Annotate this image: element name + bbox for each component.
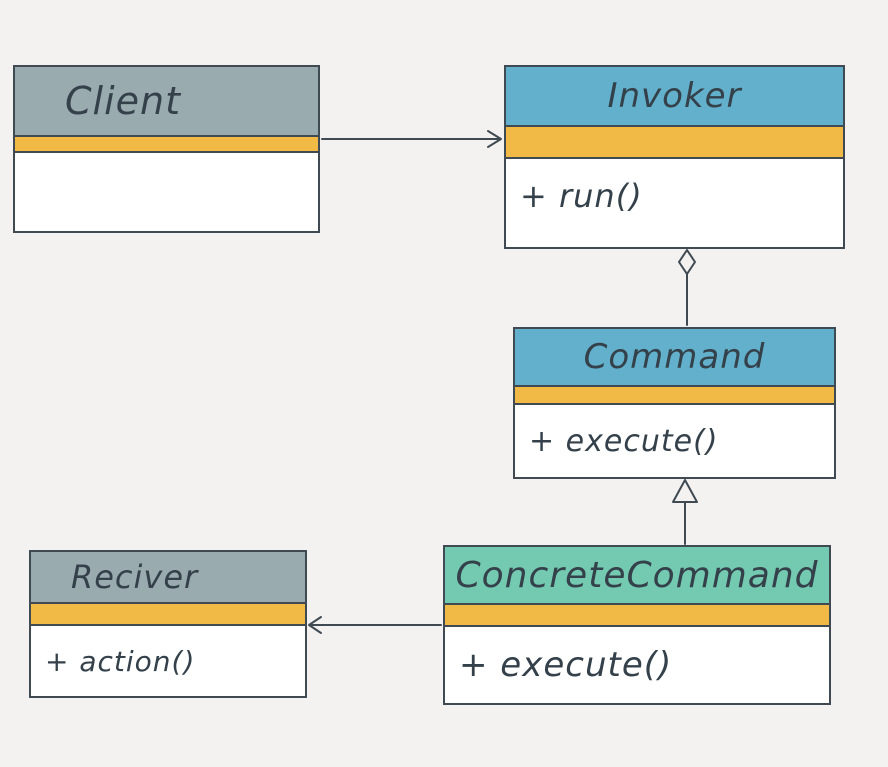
client-invoker-arrowhead bbox=[487, 130, 502, 148]
concrete-receiver-arrowhead bbox=[308, 616, 322, 634]
class-concrete-command: ConcreteCommand + execute() bbox=[443, 545, 831, 705]
class-concrete-command-operations: + execute() bbox=[445, 627, 829, 703]
class-invoker-attributes bbox=[506, 127, 843, 159]
class-command-name: Command bbox=[583, 337, 766, 377]
class-client-header: Client bbox=[15, 67, 318, 137]
class-invoker: Invoker + run() bbox=[504, 65, 845, 249]
class-command-header: Command bbox=[515, 329, 834, 387]
class-concrete-command-name: ConcreteCommand bbox=[455, 554, 819, 596]
class-command-operations-text: + execute() bbox=[529, 423, 719, 459]
class-command-operations: + execute() bbox=[515, 405, 834, 477]
class-receiver-name: Reciver bbox=[71, 558, 199, 596]
class-receiver-header: Reciver bbox=[31, 552, 305, 604]
class-client: Client bbox=[13, 65, 320, 233]
generalization-triangle bbox=[672, 479, 698, 503]
class-receiver: Reciver + action() bbox=[29, 550, 307, 698]
class-concrete-command-operations-text: + execute() bbox=[459, 645, 673, 685]
class-invoker-operations-text: + run() bbox=[520, 177, 643, 215]
class-receiver-attributes bbox=[31, 604, 305, 626]
class-client-name: Client bbox=[65, 79, 182, 123]
class-concrete-command-attributes bbox=[445, 605, 829, 627]
class-receiver-operations: + action() bbox=[31, 626, 305, 696]
class-client-attributes bbox=[15, 137, 318, 153]
class-invoker-header: Invoker bbox=[506, 67, 843, 127]
class-concrete-command-header: ConcreteCommand bbox=[445, 547, 829, 605]
class-command-attributes bbox=[515, 387, 834, 405]
class-invoker-name: Invoker bbox=[607, 76, 742, 116]
aggregation-diamond bbox=[678, 249, 696, 275]
class-invoker-operations: + run() bbox=[506, 159, 843, 247]
class-command: Command + execute() bbox=[513, 327, 836, 479]
class-receiver-operations-text: + action() bbox=[45, 644, 196, 678]
